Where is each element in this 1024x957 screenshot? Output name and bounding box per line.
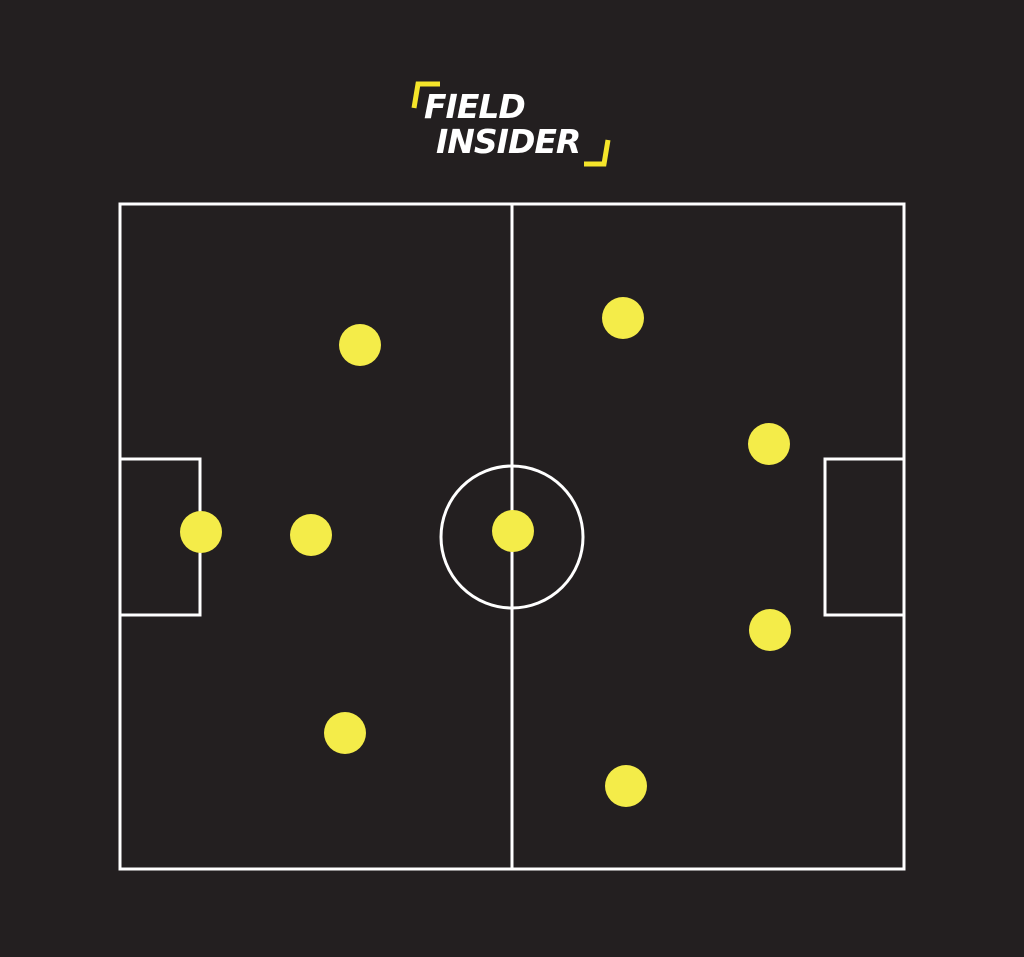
logo-bracket-bottom-right bbox=[584, 139, 611, 167]
field-insider-logo: FIELD INSIDER bbox=[408, 78, 614, 170]
logo-text-line-2: INSIDER bbox=[436, 122, 581, 161]
player-defender-bottom bbox=[324, 712, 366, 754]
logo-text-line-1: FIELD bbox=[424, 87, 526, 126]
player-goalkeeper bbox=[180, 511, 222, 553]
right-penalty-box bbox=[823, 457, 906, 617]
player-forward-top bbox=[748, 423, 790, 465]
player-midfielder-top bbox=[602, 297, 644, 339]
player-midfielder-center bbox=[492, 510, 534, 552]
player-defender-center bbox=[290, 514, 332, 556]
player-defender-top bbox=[339, 324, 381, 366]
logo-bracket-top-left bbox=[411, 81, 440, 109]
center-circle bbox=[439, 464, 585, 610]
player-midfielder-bottom bbox=[605, 765, 647, 807]
player-forward-bottom bbox=[749, 609, 791, 651]
